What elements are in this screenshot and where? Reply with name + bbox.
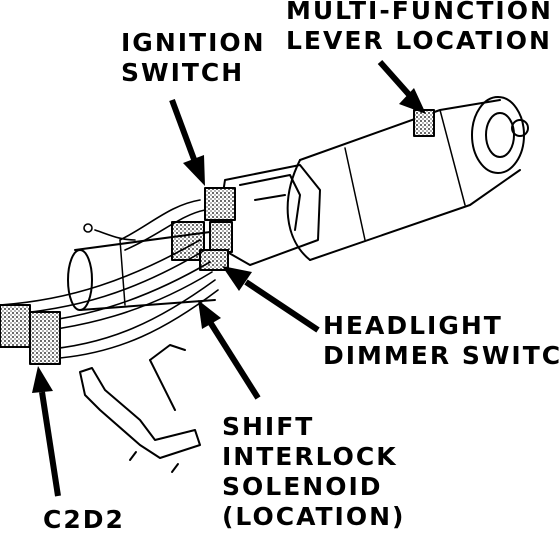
label-multi-function-lever-location: MULTI-FUNCTION LEVER LOCATION bbox=[286, 0, 553, 56]
arrow-shift bbox=[198, 300, 261, 400]
mounting-bracket bbox=[79, 367, 201, 473]
arrow-multi-function bbox=[377, 60, 426, 114]
column-upper-tube bbox=[286, 96, 529, 261]
label-line: INTERLOCK bbox=[222, 442, 398, 471]
arrow-c2d2 bbox=[32, 366, 61, 497]
label-c2d2-connector: C2D2 bbox=[43, 505, 125, 535]
shift-interlock-area bbox=[149, 344, 186, 411]
label-line: (LOCATION) bbox=[222, 502, 406, 531]
label-line: LEVER LOCATION bbox=[286, 26, 552, 55]
label-line: SOLENOID bbox=[222, 472, 383, 501]
label-line: C2D2 bbox=[43, 505, 125, 534]
label-headlight-dimmer-switch: HEADLIGHT DIMMER SWITCH bbox=[323, 311, 560, 371]
label-line: IGNITION bbox=[121, 28, 266, 57]
label-line: MULTI-FUNCTION bbox=[286, 0, 553, 25]
label-line: SWITCH bbox=[121, 58, 245, 87]
label-line: DIMMER SWITCH bbox=[323, 341, 560, 370]
headlight-dimmer-switch-part bbox=[199, 249, 229, 271]
label-ignition-switch: IGNITION SWITCH bbox=[121, 28, 266, 88]
label-shift-interlock-solenoid: SHIFT INTERLOCK SOLENOID (LOCATION) bbox=[222, 412, 405, 532]
label-line: SHIFT bbox=[222, 412, 315, 441]
multi-function-lever-part bbox=[413, 109, 435, 137]
c2d2-connector-part bbox=[0, 304, 61, 365]
arrow-headlight bbox=[222, 266, 320, 333]
arrow-ignition bbox=[169, 98, 205, 186]
label-line: HEADLIGHT bbox=[323, 311, 503, 340]
